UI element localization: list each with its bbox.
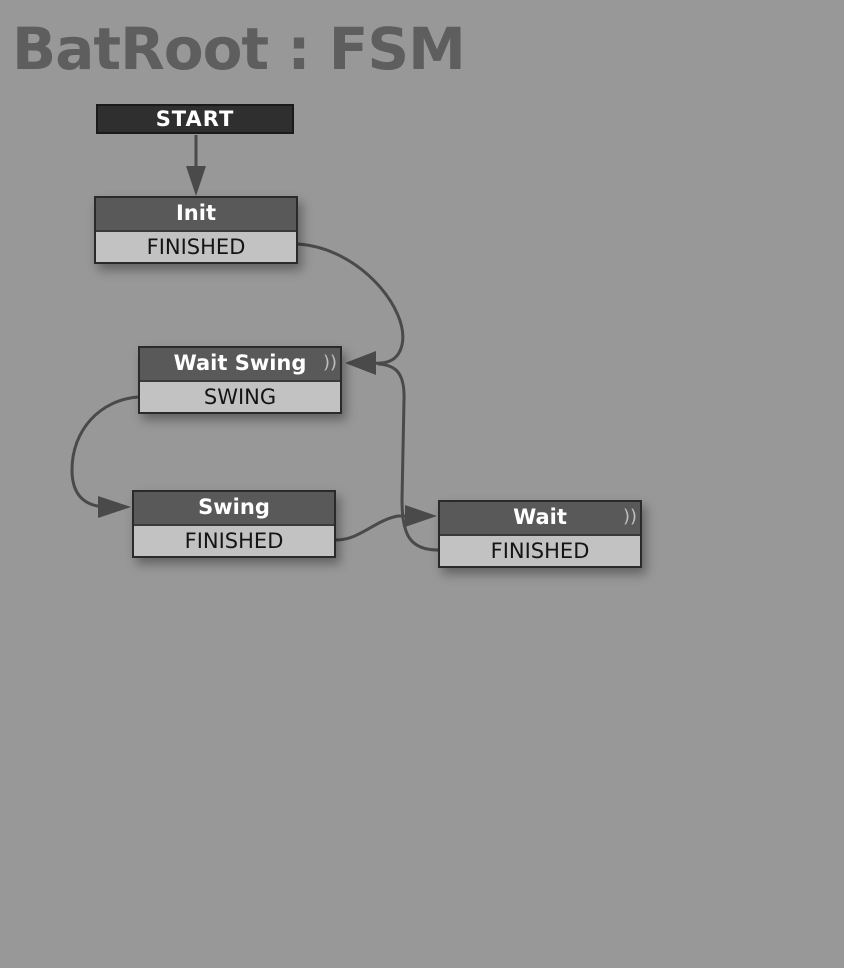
state-name: Init — [96, 198, 296, 232]
state-init-name: Init — [175, 201, 216, 225]
state-init[interactable]: Init FINISHED — [94, 196, 298, 264]
arrowhead-swing-in — [98, 496, 131, 518]
arrowhead-wait-swing-in — [345, 351, 376, 375]
state-name: Swing — [134, 492, 334, 526]
start-node[interactable]: START — [96, 104, 294, 134]
state-wait-name: Wait — [513, 505, 567, 529]
state-swing[interactable]: Swing FINISHED — [132, 490, 336, 558]
link-wait-to-wait-swing — [377, 362, 439, 552]
state-name: Wait )) — [440, 502, 640, 536]
arrowhead-start-init — [186, 166, 206, 196]
wait-waves-icon: )) — [623, 506, 638, 527]
state-swing-event[interactable]: FINISHED — [134, 526, 334, 556]
link-init-to-wait-swing — [297, 242, 405, 365]
state-wait[interactable]: Wait )) FINISHED — [438, 500, 642, 568]
state-wait-event[interactable]: FINISHED — [440, 536, 640, 566]
wait-waves-icon: )) — [323, 352, 338, 373]
state-swing-name: Swing — [198, 495, 270, 519]
arrowhead-wait-in — [405, 505, 437, 527]
fsm-title: BatRoot : FSM — [12, 15, 466, 83]
state-wait-swing-name: Wait Swing — [173, 351, 307, 375]
link-wait-swing-to-swing — [70, 395, 139, 509]
state-name: Wait Swing )) — [140, 348, 340, 382]
state-wait-swing-event[interactable]: SWING — [140, 382, 340, 412]
state-init-event[interactable]: FINISHED — [96, 232, 296, 262]
link-swing-to-wait — [335, 514, 412, 542]
state-wait-swing[interactable]: Wait Swing )) SWING — [138, 346, 342, 414]
